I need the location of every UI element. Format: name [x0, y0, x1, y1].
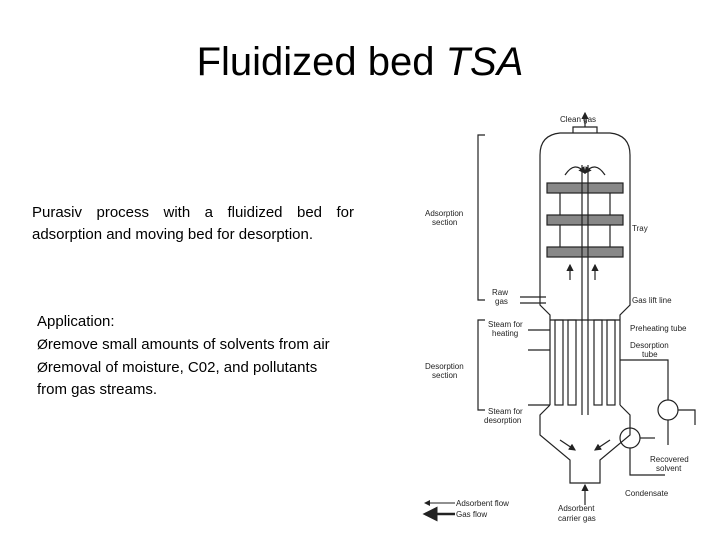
label-recovered-solvent: Recovered — [650, 455, 689, 464]
slide-title: Fluidized bed TSA — [0, 40, 720, 85]
label-adsorbent-carrier-gas: Adsorbent — [558, 504, 595, 513]
application-item-text: removal of moisture, C02, and pollutants — [47, 359, 318, 376]
title-italic: TSA — [445, 40, 524, 84]
legend-gas-flow: Gas flow — [456, 510, 487, 519]
bullet-arrow-icon: Ø — [37, 359, 48, 375]
label-adsorption-section: section — [432, 218, 457, 227]
application-item: Øremoval of moisture, C02, and pollutant… — [37, 356, 367, 379]
label-desorption-tube: tube — [642, 350, 658, 359]
label-steam-desorption: Steam for — [488, 407, 523, 416]
label-steam-heating: heating — [492, 329, 518, 338]
label-preheating-tube: Preheating tube — [630, 324, 687, 333]
label-adsorption-section: Adsorption — [425, 209, 463, 218]
legend-adsorbent-flow: Adsorbent flow — [456, 499, 509, 508]
application-item-text: remove small amounts of solvents from ai… — [47, 336, 330, 353]
application-item: Øremove small amounts of solvents from a… — [37, 333, 367, 356]
description-text: Purasiv process with a fluidized bed for… — [32, 204, 354, 243]
fluidized-bed-diagram: Clean gas Adsorption section Tray Raw ga… — [422, 111, 696, 523]
label-raw-gas: Raw — [492, 288, 508, 297]
title-main: Fluidized bed — [196, 40, 446, 84]
label-desorption-tube: Desorption — [630, 341, 669, 350]
label-desorption-section: section — [432, 371, 457, 380]
label-adsorbent-carrier-gas: carrier gas — [558, 514, 596, 523]
label-steam-heating: Steam for — [488, 320, 523, 329]
application-continuation: from gas streams. — [37, 381, 158, 398]
label-clean-gas: Clean gas — [560, 115, 596, 124]
label-condensate: Condensate — [625, 489, 669, 498]
label-gas-lift-line: Gas lift line — [632, 296, 672, 305]
column-vessel — [477, 111, 696, 505]
label-tray: Tray — [632, 224, 648, 233]
label-desorption-section: Desorption — [425, 362, 464, 371]
application-heading: Application: — [37, 313, 115, 330]
application-block: Application: Øremove small amounts of so… — [37, 311, 367, 401]
label-raw-gas: gas — [495, 297, 508, 306]
bullet-arrow-icon: Ø — [37, 336, 48, 352]
label-recovered-solvent: solvent — [656, 464, 682, 473]
label-steam-desorption: desorption — [484, 416, 521, 425]
